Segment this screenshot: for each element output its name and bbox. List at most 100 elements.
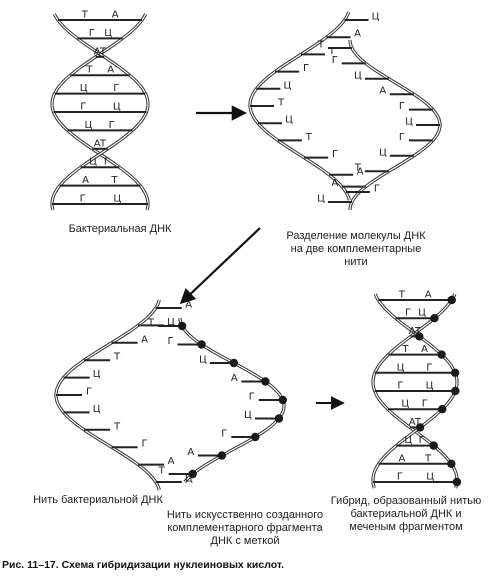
bacterial-dna-base-right: Т (99, 46, 107, 57)
labeled-frag-base: Ц (199, 355, 207, 366)
labeled-frag-base: Ц (244, 410, 252, 421)
sep-right-base: Г (399, 101, 405, 112)
sep-left-base: Ц (372, 12, 380, 23)
bacterial-dna-base-left: Ц (80, 83, 88, 94)
bact-strand-base: Т (113, 421, 121, 432)
bacterial-dna-caption: Бактериальная ДНК (68, 223, 172, 235)
bacterial-dna-base-right: Г (113, 83, 119, 94)
sep-left-base: Т (277, 98, 285, 109)
hybrid-base-right: Г (422, 399, 428, 410)
bacterial-dna-backbone-a-inner (51, 13, 149, 211)
sep-right-base: А (331, 178, 338, 189)
labeled-fragment-caption: Нить искусственно созданного комплемента… (140, 509, 350, 548)
separation-caption: Разделение молекулы ДНК на две комплемен… (256, 230, 456, 269)
bacterial-dna-base-left: А (94, 46, 101, 57)
labeled-frag-label-dot (177, 321, 187, 331)
bacterial-dna-base-left: Г (80, 194, 86, 205)
bacterial-dna-base-left: А (82, 175, 89, 186)
hybrid-base-left: Г (397, 472, 403, 483)
bact-strand-base: А (168, 456, 175, 467)
bacterial-dna-base-right: Т (99, 138, 107, 149)
bact-strand-base: Т (113, 352, 121, 363)
bact-strand-base: Г (142, 439, 148, 450)
hybrid-base-right: А (421, 344, 428, 355)
hybrid-base-right: Т (414, 417, 422, 428)
hybrid-label-dot (415, 423, 425, 432)
hybrid-caption-line2: бактериальной ДНК и (350, 508, 462, 520)
labeled-frag-label-dot (217, 451, 227, 460)
bacterial-dna-base-right: Г (104, 157, 110, 168)
labeled-frag-base: Г (221, 429, 227, 440)
hybrid-base-right: А (425, 290, 432, 301)
hybrid-caption-line1: Гибрид, образованный нитью (330, 495, 482, 507)
labeled-frag-label-dot (278, 395, 288, 405)
labeled-frag-label-dot (251, 432, 260, 442)
sep-right-base: А (379, 86, 386, 97)
hybrid-label-dot (452, 477, 462, 487)
sep-left-base: Г (332, 149, 338, 160)
sep-left-base: Г (374, 184, 380, 195)
hybrid-base-left: Ц (401, 399, 409, 410)
bacterial-dna-base-left: А (94, 138, 101, 149)
sep-right-base: Т (317, 40, 325, 51)
labeled-frag-label-dot (229, 358, 239, 368)
bacterial-dna-base-right: Т (110, 175, 118, 186)
sep-right-base: Ц (354, 70, 362, 81)
figure-caption: Рис. 11–17. Схема гибридизации нуклеинов… (2, 559, 285, 571)
labeled-frag-base: А (187, 447, 194, 458)
sep-right-base: Г (332, 55, 338, 66)
bact-strand-base: Г (86, 387, 92, 398)
labeled-frag-base: А (231, 373, 238, 384)
labeled-frag-base: Т (158, 466, 166, 477)
bacterial-dna-base-right: А (107, 65, 114, 76)
sep-right-base: Т (354, 163, 362, 174)
labeled-frag-base: Г (249, 392, 255, 403)
hybrid-base-left: Ц (397, 362, 405, 373)
sep-left-base: А (357, 166, 364, 177)
bacterial-dna-base-left: Т (81, 10, 89, 21)
sep-right-base: Ц (405, 117, 413, 128)
bact-strand-base: Ц (185, 474, 193, 485)
hybrid-base-left: А (409, 417, 416, 428)
hybrid-base-left: Г (405, 308, 411, 319)
hybrid-caption-line3: меченым фрагментом (349, 521, 463, 533)
hybrid-label-dot (438, 405, 447, 414)
bacterial-dna-backbone-b-inner (51, 13, 149, 211)
hybrid-base-right: Г (419, 435, 425, 446)
labeled-frag-label-dot (274, 414, 284, 423)
hybrid-caption: Гибрид, образованный нитью бактериальной… (314, 495, 498, 534)
hybrid-label-dot (447, 459, 456, 468)
hybrid-base-right: Ц (426, 381, 434, 392)
bacterial-dna-base-left: Т (85, 65, 93, 76)
sep-left-backbone-inner (249, 11, 350, 201)
bact-strand-base: Ц (167, 317, 175, 328)
hybrid-base-left: А (399, 453, 406, 464)
sep-left-base: Ц (285, 115, 293, 126)
bacterial-dna-base-left: Ц (84, 120, 92, 131)
sep-right-base: Г (399, 132, 405, 143)
sep-right-base: Ц (379, 147, 387, 158)
bacterial-dna-base-right: Г (109, 120, 115, 131)
bacterial-dna-base-right: Ц (113, 194, 121, 205)
hybrid-label-dot (447, 295, 456, 305)
labeled-frag-label-dot (261, 377, 270, 386)
sep-right-base: Ц (317, 194, 325, 205)
labeled-frag-base: Г (168, 336, 174, 347)
hybrid-label-dot (415, 332, 424, 341)
hybrid-base-right: Т (424, 453, 432, 464)
separation-caption-line3: нити (344, 256, 368, 268)
hybrid-label-dot (450, 368, 460, 377)
bacterial-dna-base-right: Ц (113, 102, 121, 113)
hybrid-label-dot (451, 386, 460, 396)
hybrid-base-right: Т (414, 326, 422, 337)
labeled-frag-base: Т (147, 318, 155, 329)
hybrid-base-left: Г (397, 381, 403, 392)
bact-strand-base: А (185, 300, 192, 311)
hybrid-base-left: А (409, 326, 416, 337)
label-dots (177, 295, 462, 487)
separation-caption-line1: Разделение молекулы ДНК (286, 230, 426, 242)
hybrid-base-left: Ц (404, 435, 412, 446)
bacterial-dna-base-left: Г (89, 28, 95, 39)
